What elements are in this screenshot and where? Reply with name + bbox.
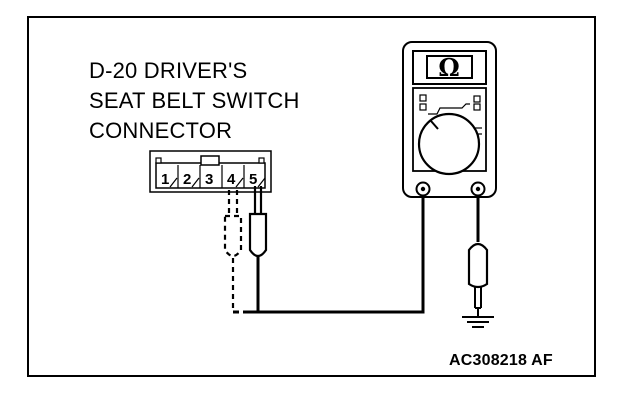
meter-readout <box>426 55 473 79</box>
connector-guide-right <box>258 157 265 164</box>
connector-guide-left <box>155 157 162 164</box>
connector-label-line-3: CONNECTOR <box>89 118 233 143</box>
ohm-symbol: Ω <box>438 53 459 82</box>
range-mark-2 <box>419 103 427 111</box>
connector-latch <box>200 155 220 166</box>
ohmmeter: Ω <box>402 41 497 198</box>
range-mark-4 <box>473 103 481 111</box>
connector-label-line-1: D-20 DRIVER'S <box>89 58 248 83</box>
range-mark-1 <box>419 94 427 102</box>
figure-reference: AC308218 AF <box>449 352 553 369</box>
pin-label-3: 3 <box>205 171 213 188</box>
pin-label-5: 5 <box>249 171 257 188</box>
selector-knob <box>417 112 481 176</box>
ground-icon <box>462 308 494 328</box>
selector-pointer <box>430 120 439 130</box>
pin-label-2: 2 <box>183 171 191 188</box>
diagram-frame <box>27 16 596 377</box>
test-lead-wire <box>233 196 425 314</box>
probe-pin-4-dashed <box>223 190 243 312</box>
pin-label-4: 4 <box>227 171 236 188</box>
connector-label-line-2: SEAT BELT SWITCH <box>89 88 300 113</box>
seat-belt-switch-connector: 1 2 3 4 5 <box>149 150 272 193</box>
probe-pin-5 <box>248 186 268 312</box>
connector-label: D-20 DRIVER'S SEAT BELT SWITCH CONNECTOR <box>89 56 300 146</box>
ground-probe <box>467 196 489 309</box>
range-mark-3 <box>473 95 481 103</box>
pin-label-1: 1 <box>161 171 169 188</box>
